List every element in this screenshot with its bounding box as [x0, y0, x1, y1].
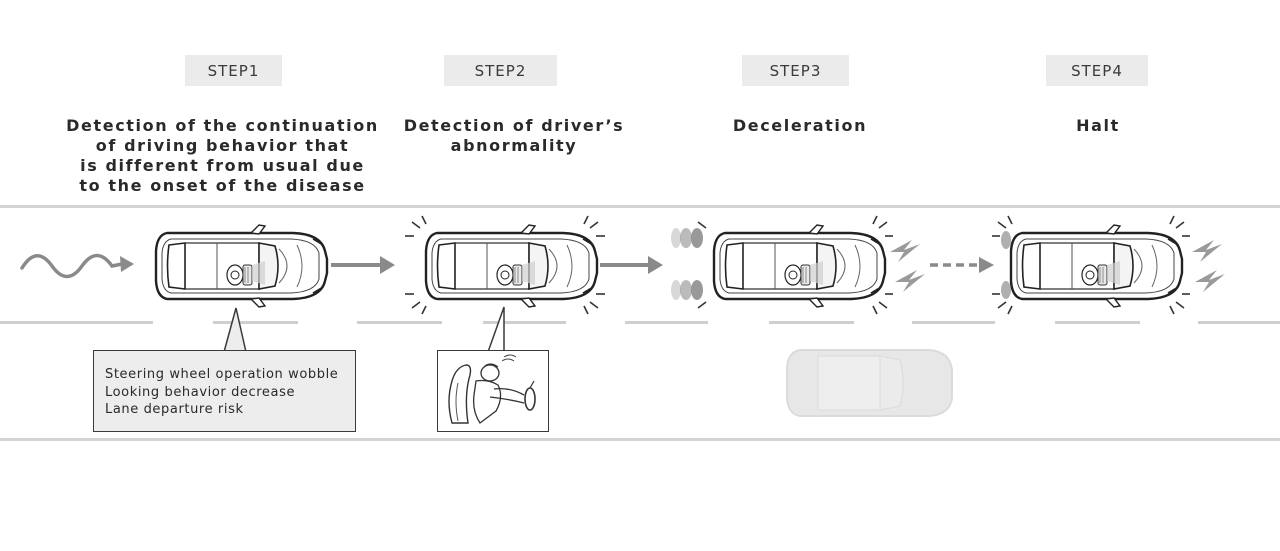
step1-title-line: Detection of the continuation: [66, 116, 379, 135]
step4-title: Halt: [1040, 116, 1156, 136]
symptoms-callout: Steering wheel operation wobble Looking …: [93, 350, 356, 432]
lightning-bolt-icon: [890, 240, 925, 292]
step1-badge: STEP1: [185, 55, 282, 86]
dashed-arrow-icon: [930, 257, 994, 273]
right-arrow-icon: [600, 256, 663, 274]
hazard-light-icon: [697, 215, 893, 315]
right-arrow-icon: [331, 256, 395, 274]
brake-light-icon: [671, 228, 703, 300]
lane-dash: [1198, 321, 1280, 324]
step1-title-line: is different from usual due: [80, 156, 365, 175]
lane-dash: [1055, 321, 1140, 324]
driver-illustration: [437, 350, 549, 432]
lane-dash: [357, 321, 442, 324]
car-step1: [154, 223, 329, 309]
road-bottom-edge: [0, 438, 1280, 441]
hazard-light-icon: [405, 215, 605, 315]
lane-dash: [625, 321, 708, 324]
lightning-bolt-icon: [1192, 240, 1225, 292]
faded-car-icon: [786, 349, 953, 417]
car-step3: [712, 223, 887, 309]
step1-title: Detection of the continuation of driving…: [60, 116, 385, 196]
callout-line: Looking behavior decrease: [105, 384, 296, 400]
step3-title-line: Deceleration: [732, 116, 868, 135]
callout-pointer: [223, 307, 247, 353]
step3-title: Deceleration: [720, 116, 880, 136]
step2-title-line: Detection of driver’s: [403, 116, 625, 135]
lane-dash: [483, 321, 566, 324]
lane-dash: [912, 321, 995, 324]
car-step2: [424, 223, 599, 309]
step2-title-line: abnormality: [450, 136, 578, 155]
step4-title-line: Halt: [1076, 116, 1120, 135]
callout-line: Steering wheel operation wobble: [105, 367, 339, 382]
step3-badge: STEP3: [742, 55, 849, 86]
lane-dash: [769, 321, 854, 324]
step2-badge: STEP2: [444, 55, 557, 86]
illustration-pointer: [487, 306, 505, 353]
step1-title-line: of driving behavior that: [95, 136, 350, 155]
callout-line: Lane departure risk: [105, 402, 244, 417]
step1-title-line: to the onset of the disease: [79, 176, 366, 195]
road-top-edge: [0, 205, 1280, 208]
car-step4: [1009, 223, 1184, 309]
lane-dash: [0, 321, 153, 324]
hazard-light-icon: [992, 215, 1190, 315]
step2-title: Detection of driver’s abnormality: [400, 116, 628, 156]
brake-light-icon: [1001, 231, 1011, 299]
wavy-arrow-icon: [20, 253, 134, 279]
slumped-driver-icon: [448, 354, 536, 424]
lane-dash: [213, 321, 298, 324]
step4-badge: STEP4: [1046, 55, 1148, 86]
